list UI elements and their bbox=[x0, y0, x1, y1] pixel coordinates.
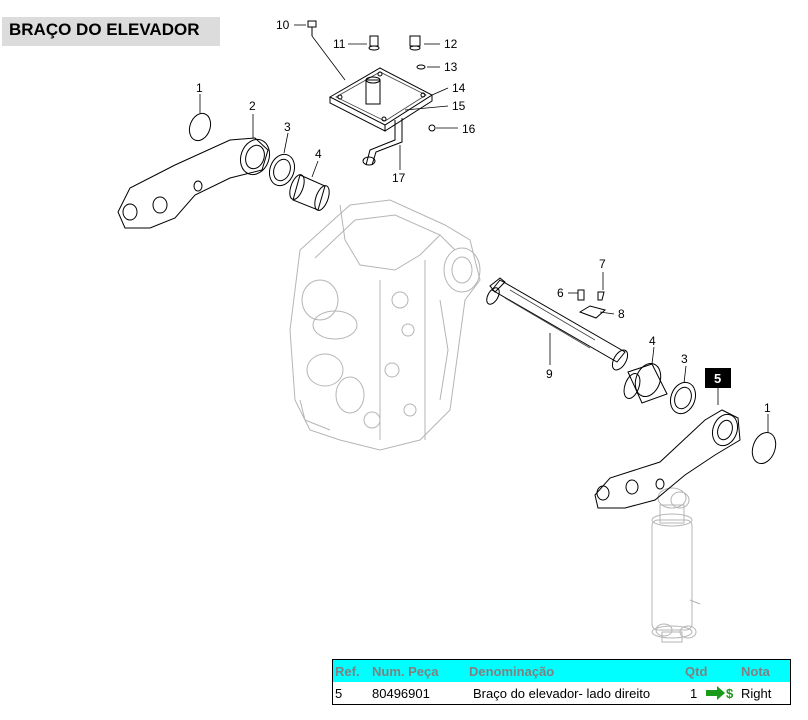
callout-labels: 1 2 3 4 10 11 12 13 14 15 16 17 7 6 8 9 … bbox=[196, 18, 771, 415]
svg-text:$: $ bbox=[726, 686, 734, 701]
right-lift-arm-drawing bbox=[594, 409, 777, 509]
callout-5-highlight-box bbox=[705, 368, 731, 388]
green-arrow-dollar-icon[interactable]: $ bbox=[705, 684, 735, 702]
callout-2: 2 bbox=[249, 99, 256, 113]
header-part-number: Num. Peça bbox=[372, 664, 439, 679]
callout-7: 7 bbox=[599, 257, 606, 271]
parts-table-header: Ref. Num. Peça Denominação Qtd Nota bbox=[333, 660, 790, 682]
callout-3-right: 3 bbox=[681, 352, 688, 366]
header-ref: Ref. bbox=[335, 664, 360, 679]
cell-description: Braço do elevador- lado direito bbox=[473, 686, 651, 701]
hydraulic-cylinder-drawing bbox=[651, 487, 701, 643]
left-lift-arm-drawing bbox=[117, 112, 330, 229]
cell-note: Right bbox=[741, 686, 772, 701]
callout-8: 8 bbox=[618, 307, 625, 321]
parts-table: Ref. Num. Peça Denominação Qtd Nota 5 80… bbox=[332, 659, 791, 705]
callout-6: 6 bbox=[557, 286, 564, 300]
leader-lines bbox=[199, 24, 769, 432]
page-title: BRAÇO DO ELEVADOR bbox=[2, 17, 220, 46]
lift-shaft-drawing bbox=[486, 277, 697, 415]
header-note: Nota bbox=[741, 664, 770, 679]
callout-13: 13 bbox=[444, 60, 458, 74]
header-description: Denominação bbox=[469, 664, 555, 679]
callout-4-left: 4 bbox=[315, 147, 322, 161]
cell-part-number[interactable]: 80496901 bbox=[372, 686, 430, 701]
callout-1-right: 1 bbox=[764, 401, 771, 415]
callout-14: 14 bbox=[452, 81, 466, 95]
callout-4-right: 4 bbox=[649, 334, 656, 348]
callout-12: 12 bbox=[444, 37, 458, 51]
callout-17: 17 bbox=[392, 171, 406, 185]
fittings-drawing bbox=[307, 20, 436, 132]
callout-10: 10 bbox=[276, 18, 290, 32]
callout-15: 15 bbox=[452, 99, 466, 113]
transmission-housing-drawing bbox=[289, 199, 481, 451]
callout-11: 11 bbox=[333, 37, 346, 51]
header-qty: Qtd bbox=[685, 664, 708, 679]
cell-qty: 1 bbox=[690, 686, 698, 701]
callout-3-left: 3 bbox=[284, 120, 291, 134]
callout-5: 5 bbox=[714, 371, 721, 386]
callout-9: 9 bbox=[546, 367, 553, 381]
cover-plate-drawing bbox=[328, 67, 433, 166]
callout-1-left: 1 bbox=[196, 81, 203, 95]
cell-ref: 5 bbox=[335, 686, 343, 701]
callout-16: 16 bbox=[462, 122, 476, 136]
